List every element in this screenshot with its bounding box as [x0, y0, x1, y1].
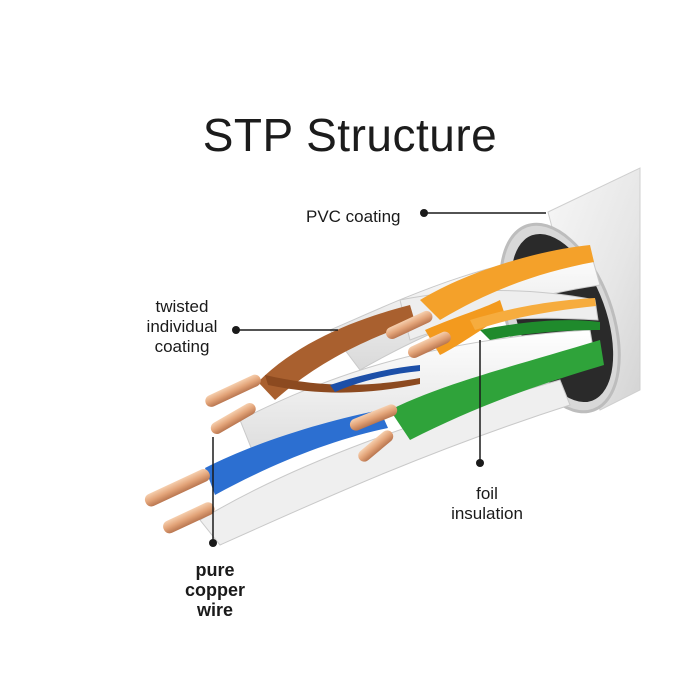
- foil-insulation-label: foil insulation: [432, 484, 542, 524]
- copper-conductors: [144, 310, 451, 534]
- foil-line-2: insulation: [451, 504, 523, 523]
- twisted-line-1: twisted: [155, 297, 209, 316]
- foil-line-1: foil: [476, 484, 498, 503]
- pvc-coating-text: PVC coating: [306, 207, 401, 226]
- brown-pair: [258, 305, 420, 400]
- twisted-line-3: coating: [154, 337, 210, 356]
- leader-copper: [209, 437, 217, 547]
- leader-foil: [476, 340, 484, 467]
- copper-line-1: pure: [195, 560, 235, 580]
- diagram-title: STP Structure: [202, 109, 498, 161]
- twisted-line-2: individual: [146, 317, 218, 336]
- pvc-coating-label: PVC coating: [306, 207, 401, 227]
- copper-line-2: copper: [184, 580, 245, 600]
- copper-wire-label: pure copper wire: [170, 560, 260, 620]
- leader-twisted: [232, 326, 338, 334]
- leader-pvc: [420, 209, 546, 217]
- green-pair: [390, 320, 604, 440]
- copper-line-3: wire: [196, 600, 234, 620]
- twisted-coating-label: twisted individual coating: [132, 297, 232, 357]
- blue-pair: [205, 365, 420, 495]
